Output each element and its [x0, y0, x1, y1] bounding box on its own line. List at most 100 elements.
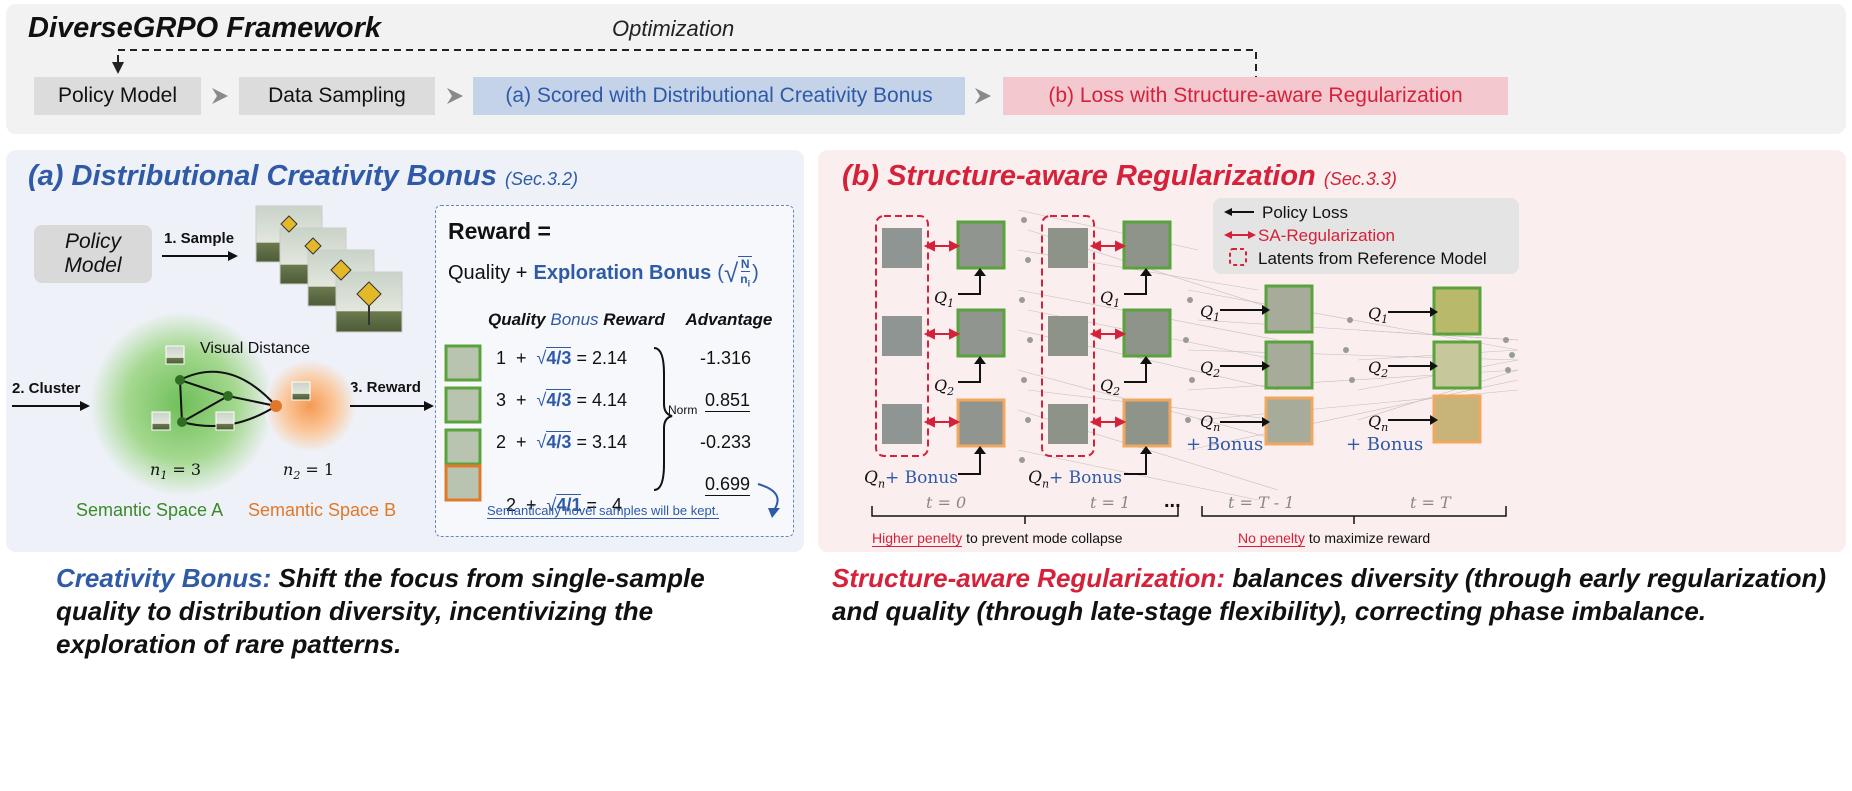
panel-b-title: (b) Structure-aware Regularization (Sec.…	[842, 160, 1397, 193]
step-label: (b) Loss with Structure-aware Regulariza…	[1048, 84, 1463, 107]
thumb	[215, 411, 235, 431]
legend-policy-loss: Policy Loss	[1262, 203, 1348, 222]
reward-title: Reward =	[448, 218, 551, 244]
reward-row: 2 + √4/3 = 3.14	[496, 431, 628, 452]
panel-b-diagram	[871, 209, 1519, 524]
q-var: Q	[934, 288, 948, 307]
thumb	[165, 345, 185, 365]
header-quality: Quality	[488, 310, 546, 329]
step-chevron	[975, 88, 991, 104]
row-sqrt: 4/3	[546, 431, 572, 452]
q-sub: n	[877, 477, 886, 491]
header-reward: Reward	[603, 310, 665, 329]
q-var: Q	[1368, 412, 1382, 431]
row-thumbs	[444, 344, 482, 502]
row-quality: 2	[506, 495, 517, 515]
kept-arrow	[757, 483, 780, 518]
framework-arrows	[112, 49, 1257, 104]
q-var: Q	[864, 468, 878, 488]
reward-box	[435, 205, 794, 537]
q-sub: 1	[947, 297, 955, 311]
higher-penalty-note: Higher penelty to prevent mode collapse	[872, 530, 1123, 547]
step-data-sampling: Data Sampling	[239, 77, 435, 115]
step-label: Policy Model	[57, 84, 178, 107]
qn-label: Qn	[1368, 412, 1388, 434]
reward-row: 3 + √4/3 = 4.14	[496, 389, 628, 410]
t-label: t = T - 1	[1228, 493, 1295, 512]
cluster-node	[175, 375, 185, 385]
row-reward: = 4	[586, 495, 623, 515]
reward-formula: Quality + Exploration Bonus ( √ N ni )	[448, 256, 759, 289]
framework-title: DiverseGRPO Framework	[28, 12, 381, 44]
row-sqrt: 4/3	[546, 347, 572, 368]
q-var: Q	[1100, 376, 1114, 395]
stage-arrowheads	[1262, 305, 1438, 427]
thumb	[291, 381, 311, 401]
q-var: Q	[1200, 302, 1214, 321]
policy-model-line: Model	[64, 254, 122, 277]
policy-samples	[956, 220, 1482, 448]
exploration-bonus: Exploration Bonus	[533, 261, 712, 284]
q2-label: Q2	[1100, 376, 1120, 398]
policy-model-line: Policy	[64, 230, 122, 253]
n1-label: n1 = 3	[150, 460, 201, 482]
q1-label: Q1	[934, 288, 954, 310]
caption-b-label: Structure-aware Regularization:	[832, 563, 1225, 593]
header-bonus: Bonus	[550, 310, 599, 329]
bonus-label: + Bonus	[1346, 434, 1424, 455]
q-sub: 2	[1213, 367, 1221, 381]
kept-note: Semantically novel samples will be kept.	[487, 503, 719, 519]
q1-label: Q1	[1200, 302, 1220, 324]
caption-b-text: balances diversity (through early regula…	[832, 563, 1827, 626]
q2-label: Q2	[934, 376, 954, 398]
caption-a-label: Creativity Bonus:	[56, 563, 272, 593]
step-scored: (a) Scored with Distributional Creativit…	[473, 77, 965, 115]
legend	[1213, 198, 1519, 274]
legend-sa-regularization: SA-Regularization	[1258, 226, 1396, 245]
panel-b-sec: (Sec.3.3)	[1323, 169, 1397, 189]
semantic-space-b-label: Semantic Space B	[248, 500, 397, 520]
q-sub: 2	[947, 385, 955, 399]
n2-sub: 2	[293, 469, 301, 483]
n1-val: = 3	[172, 460, 202, 479]
panel-b-title-text: (b) Structure-aware Regularization	[842, 160, 1316, 192]
sa-regularization-arrows	[923, 240, 1127, 428]
q1-label: Q1	[1100, 288, 1120, 310]
step-loss: (b) Loss with Structure-aware Regulariza…	[1003, 77, 1508, 115]
row-reward: = 2.14	[576, 348, 628, 368]
optimization-loop-line	[117, 49, 1257, 78]
policy-loss-heads	[974, 268, 1152, 454]
no-penalty: No penelty	[1238, 530, 1305, 547]
q-sub: 2	[1113, 385, 1121, 399]
sample-arrowhead	[228, 251, 238, 261]
reward-row: 2 + √4/1 = 4	[506, 494, 623, 515]
scatter-points	[1019, 217, 1515, 463]
frac-den: n	[740, 272, 748, 286]
cluster-label: 2. Cluster	[12, 380, 81, 397]
caption-b: Structure-aware Regularization: balances…	[832, 562, 1832, 628]
q-sub: n	[1381, 421, 1389, 435]
bonus-label: + Bonus	[1186, 434, 1264, 455]
q-var: Q	[1100, 288, 1114, 307]
step-chevron	[447, 88, 463, 104]
q1-label: Q1	[1368, 304, 1388, 326]
legend-symbols	[1224, 208, 1256, 266]
panel-a-title-text: (a) Distributional Creativity Bonus	[28, 160, 497, 192]
row-reward: = 3.14	[576, 432, 628, 452]
row-sqrt: 4/3	[546, 389, 572, 410]
semantic-space-a-label: Semantic Space A	[76, 500, 224, 520]
table-header: Quality Bonus Reward Advantage	[488, 310, 772, 330]
optimization-arrowhead	[112, 62, 124, 74]
row-quality: 2	[496, 432, 507, 452]
norm-label: Norm	[668, 403, 698, 417]
q-var: Q	[1028, 468, 1042, 488]
advantage-value: 0.851	[705, 390, 751, 412]
optimization-label: Optimization	[612, 16, 735, 41]
no-penalty-rest: to maximize reward	[1304, 530, 1431, 546]
header-advantage: Advantage	[685, 310, 773, 329]
row-quality: 1	[496, 348, 507, 368]
qn-label: Qn	[1200, 412, 1220, 434]
q-var: Q	[1368, 304, 1382, 323]
noise-latents	[882, 228, 1088, 444]
cluster-node	[223, 391, 233, 401]
